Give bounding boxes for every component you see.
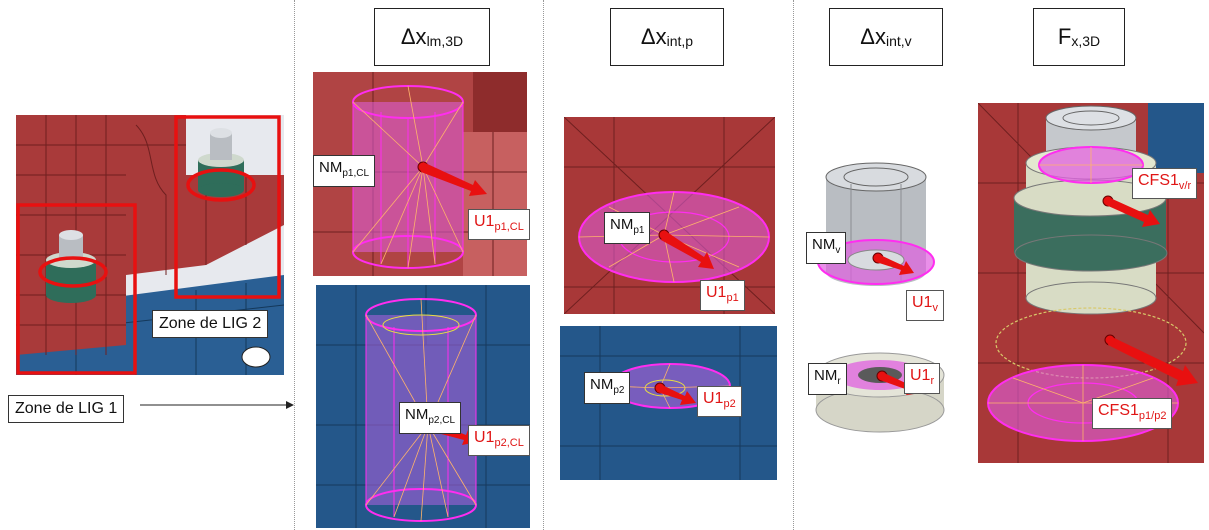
label-nm-p1-cl: NMp1,CL <box>313 155 376 187</box>
zone-arrow <box>140 401 294 409</box>
label-u1-p2-cl: U1p2,CL <box>468 425 530 457</box>
label-nm-p1: NMp1 <box>604 212 651 244</box>
label-nm-r: NMr <box>808 363 847 395</box>
zone-lig-1-label: Zone de LIG 1 <box>8 395 125 423</box>
label-nm-p2: NMp2 <box>584 372 631 404</box>
cylinder-p1-cl-image <box>313 72 527 276</box>
label-nm-v: NMv <box>806 232 847 264</box>
assembly-render <box>16 115 284 375</box>
label-u1-r: U1r <box>904 363 941 395</box>
label-nm-p2-cl: NMp2,CL <box>399 402 462 434</box>
zone-lig-2-label: Zone de LIG 2 <box>152 310 269 338</box>
cylinder-p1-cl-render <box>313 72 527 276</box>
separator-3 <box>793 0 794 530</box>
assembly-overview-image <box>16 115 284 375</box>
label-u1-v: U1v <box>906 290 944 322</box>
label-u1-p1-cl: U1p1,CL <box>468 209 530 241</box>
separator-2 <box>543 0 544 530</box>
label-u1-p2: U1p2 <box>697 386 742 418</box>
label-u1-p1: U1p1 <box>700 280 745 312</box>
label-cfs-p1-p2: CFS1p1/p2 <box>1092 398 1173 430</box>
separator-1 <box>294 0 295 530</box>
label-cfs-v-r: CFS1v/r <box>1132 168 1198 200</box>
